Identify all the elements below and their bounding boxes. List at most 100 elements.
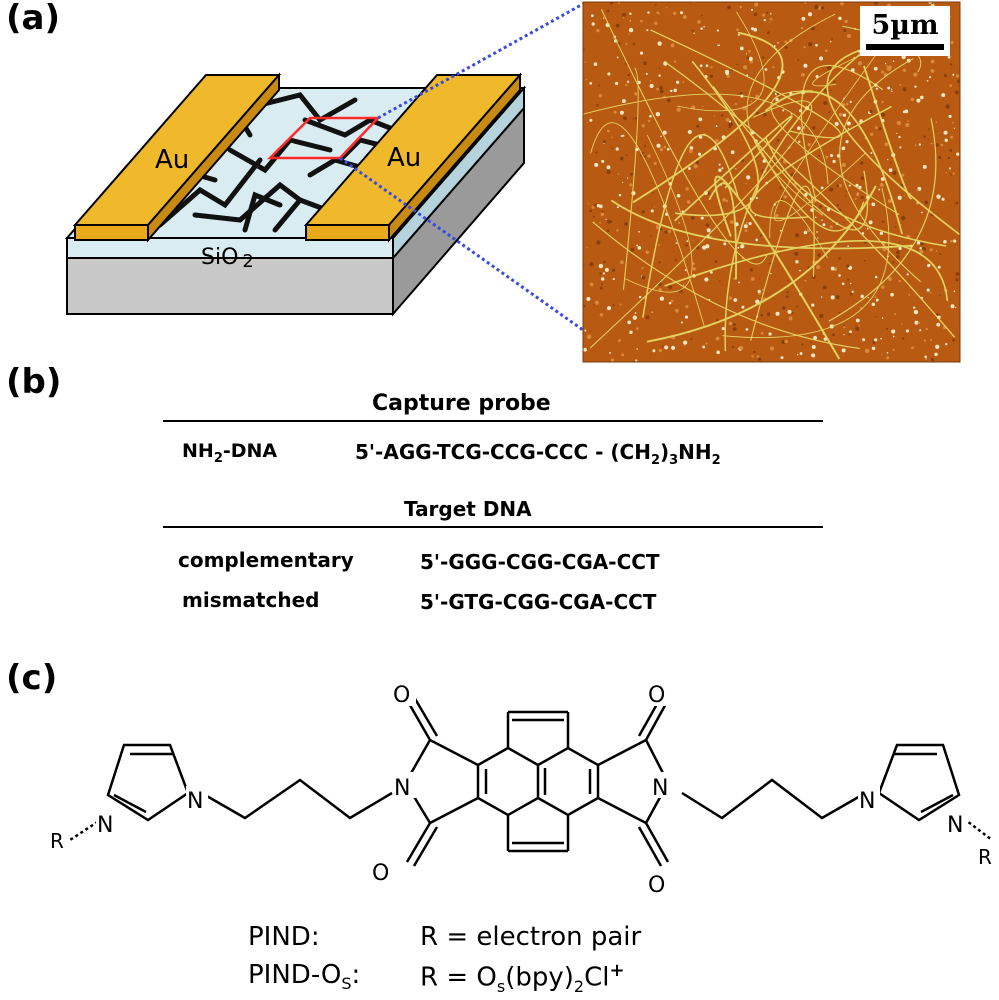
afm-speckle: [807, 266, 810, 269]
afm-speckle: [803, 230, 808, 235]
afm-speckle: [616, 229, 619, 232]
afm-speckle: [668, 285, 673, 290]
afm-speckle: [879, 182, 884, 188]
electrode-left: [72, 72, 282, 243]
afm-speckle: [817, 237, 819, 239]
afm-speckle: [950, 239, 953, 243]
afm-speckle: [830, 266, 835, 271]
definition-pind-name: PIND:: [248, 922, 320, 952]
afm-speckle: [612, 268, 616, 272]
afm-speckle: [737, 246, 740, 249]
afm-speckle: [784, 339, 788, 344]
afm-fiber: [724, 22, 901, 352]
afm-speckle: [859, 161, 864, 165]
afm-speckle: [601, 210, 604, 213]
afm-speckle: [870, 152, 873, 155]
afm-speckle: [739, 5, 743, 9]
afm-fiber: [839, 58, 921, 283]
afm-speckle: [846, 264, 850, 268]
afm-speckle: [652, 349, 656, 353]
afm-speckle: [943, 240, 947, 244]
afm-speckle: [868, 203, 871, 205]
afm-speckle: [899, 241, 901, 243]
afm-speckle: [715, 125, 718, 127]
afm-speckle: [936, 194, 941, 199]
afm-speckle: [811, 344, 816, 349]
afm-fiber: [632, 31, 784, 204]
afm-speckle: [749, 268, 754, 272]
afm-speckle: [589, 81, 593, 85]
afm-speckle: [952, 172, 955, 175]
afm-speckle: [848, 333, 851, 336]
afm-speckle: [599, 286, 603, 290]
afm-speckle: [955, 278, 959, 282]
afm-speckle: [596, 240, 601, 245]
afm-speckle: [954, 90, 959, 95]
afm-speckle: [589, 282, 594, 287]
afm-speckle: [659, 296, 665, 301]
afm-speckle: [670, 345, 676, 350]
afm-speckle: [615, 147, 619, 151]
afm-speckle: [716, 350, 720, 355]
afm-speckle: [606, 169, 611, 175]
afm-speckle: [636, 244, 639, 247]
afm-speckle: [810, 26, 815, 31]
afm-fiber: [714, 175, 841, 360]
electrode-right-label: Au: [387, 143, 421, 173]
afm-speckle: [849, 100, 852, 104]
afm-speckle: [718, 163, 721, 166]
afm-speckle: [941, 93, 946, 98]
afm-speckle: [610, 2, 614, 5]
afm-speckle: [631, 191, 636, 196]
afm-speckle: [649, 114, 652, 118]
afm-speckle: [889, 161, 892, 164]
afm-speckle: [899, 83, 902, 86]
afm-speckle: [714, 259, 718, 263]
afm-speckle: [856, 193, 860, 197]
afm-speckle: [891, 329, 896, 334]
afm-speckle: [619, 260, 624, 265]
atom-n-left: N: [394, 776, 410, 801]
afm-speckle: [664, 230, 668, 234]
afm-speckle: [807, 12, 813, 17]
afm-speckle: [645, 72, 648, 75]
afm-speckle: [847, 245, 850, 247]
afm-speckle: [925, 327, 929, 331]
afm-speckle: [916, 243, 919, 246]
afm-speckle: [922, 164, 927, 169]
afm-speckle: [586, 121, 588, 124]
afm-speckle: [871, 346, 876, 351]
afm-speckle: [591, 22, 595, 26]
afm-speckle: [919, 246, 922, 250]
afm-speckle: [885, 327, 888, 331]
afm-speckle: [926, 80, 929, 82]
afm-speckle: [888, 168, 893, 172]
afm-speckle: [686, 240, 689, 243]
afm-speckle: [892, 261, 895, 264]
afm-speckle: [929, 248, 933, 252]
afm-speckle: [657, 41, 662, 46]
afm-speckle: [621, 13, 626, 18]
afm-fiber: [770, 90, 900, 216]
atom-n-imid-left-1: N: [187, 789, 203, 814]
afm-speckle: [857, 317, 859, 319]
afm-speckle: [732, 327, 737, 331]
afm-speckle: [955, 272, 960, 276]
afm-fiber: [590, 122, 705, 326]
afm-speckle: [595, 151, 598, 154]
afm-speckle: [605, 218, 607, 220]
afm-speckle: [901, 173, 905, 177]
afm-speckle: [685, 316, 688, 319]
afm-speckle: [640, 19, 643, 23]
atom-n-imid-left-2: N: [97, 813, 113, 838]
afm-speckle: [814, 4, 819, 10]
afm-speckle: [924, 355, 927, 359]
afm-speckle: [691, 105, 696, 110]
afm-speckle: [819, 204, 822, 208]
afm-speckle: [722, 197, 727, 202]
afm-speckle: [941, 197, 945, 201]
afm-speckle: [886, 351, 889, 354]
afm-speckle: [831, 37, 833, 40]
afm-speckle: [635, 116, 638, 120]
afm-speckle: [769, 21, 771, 23]
